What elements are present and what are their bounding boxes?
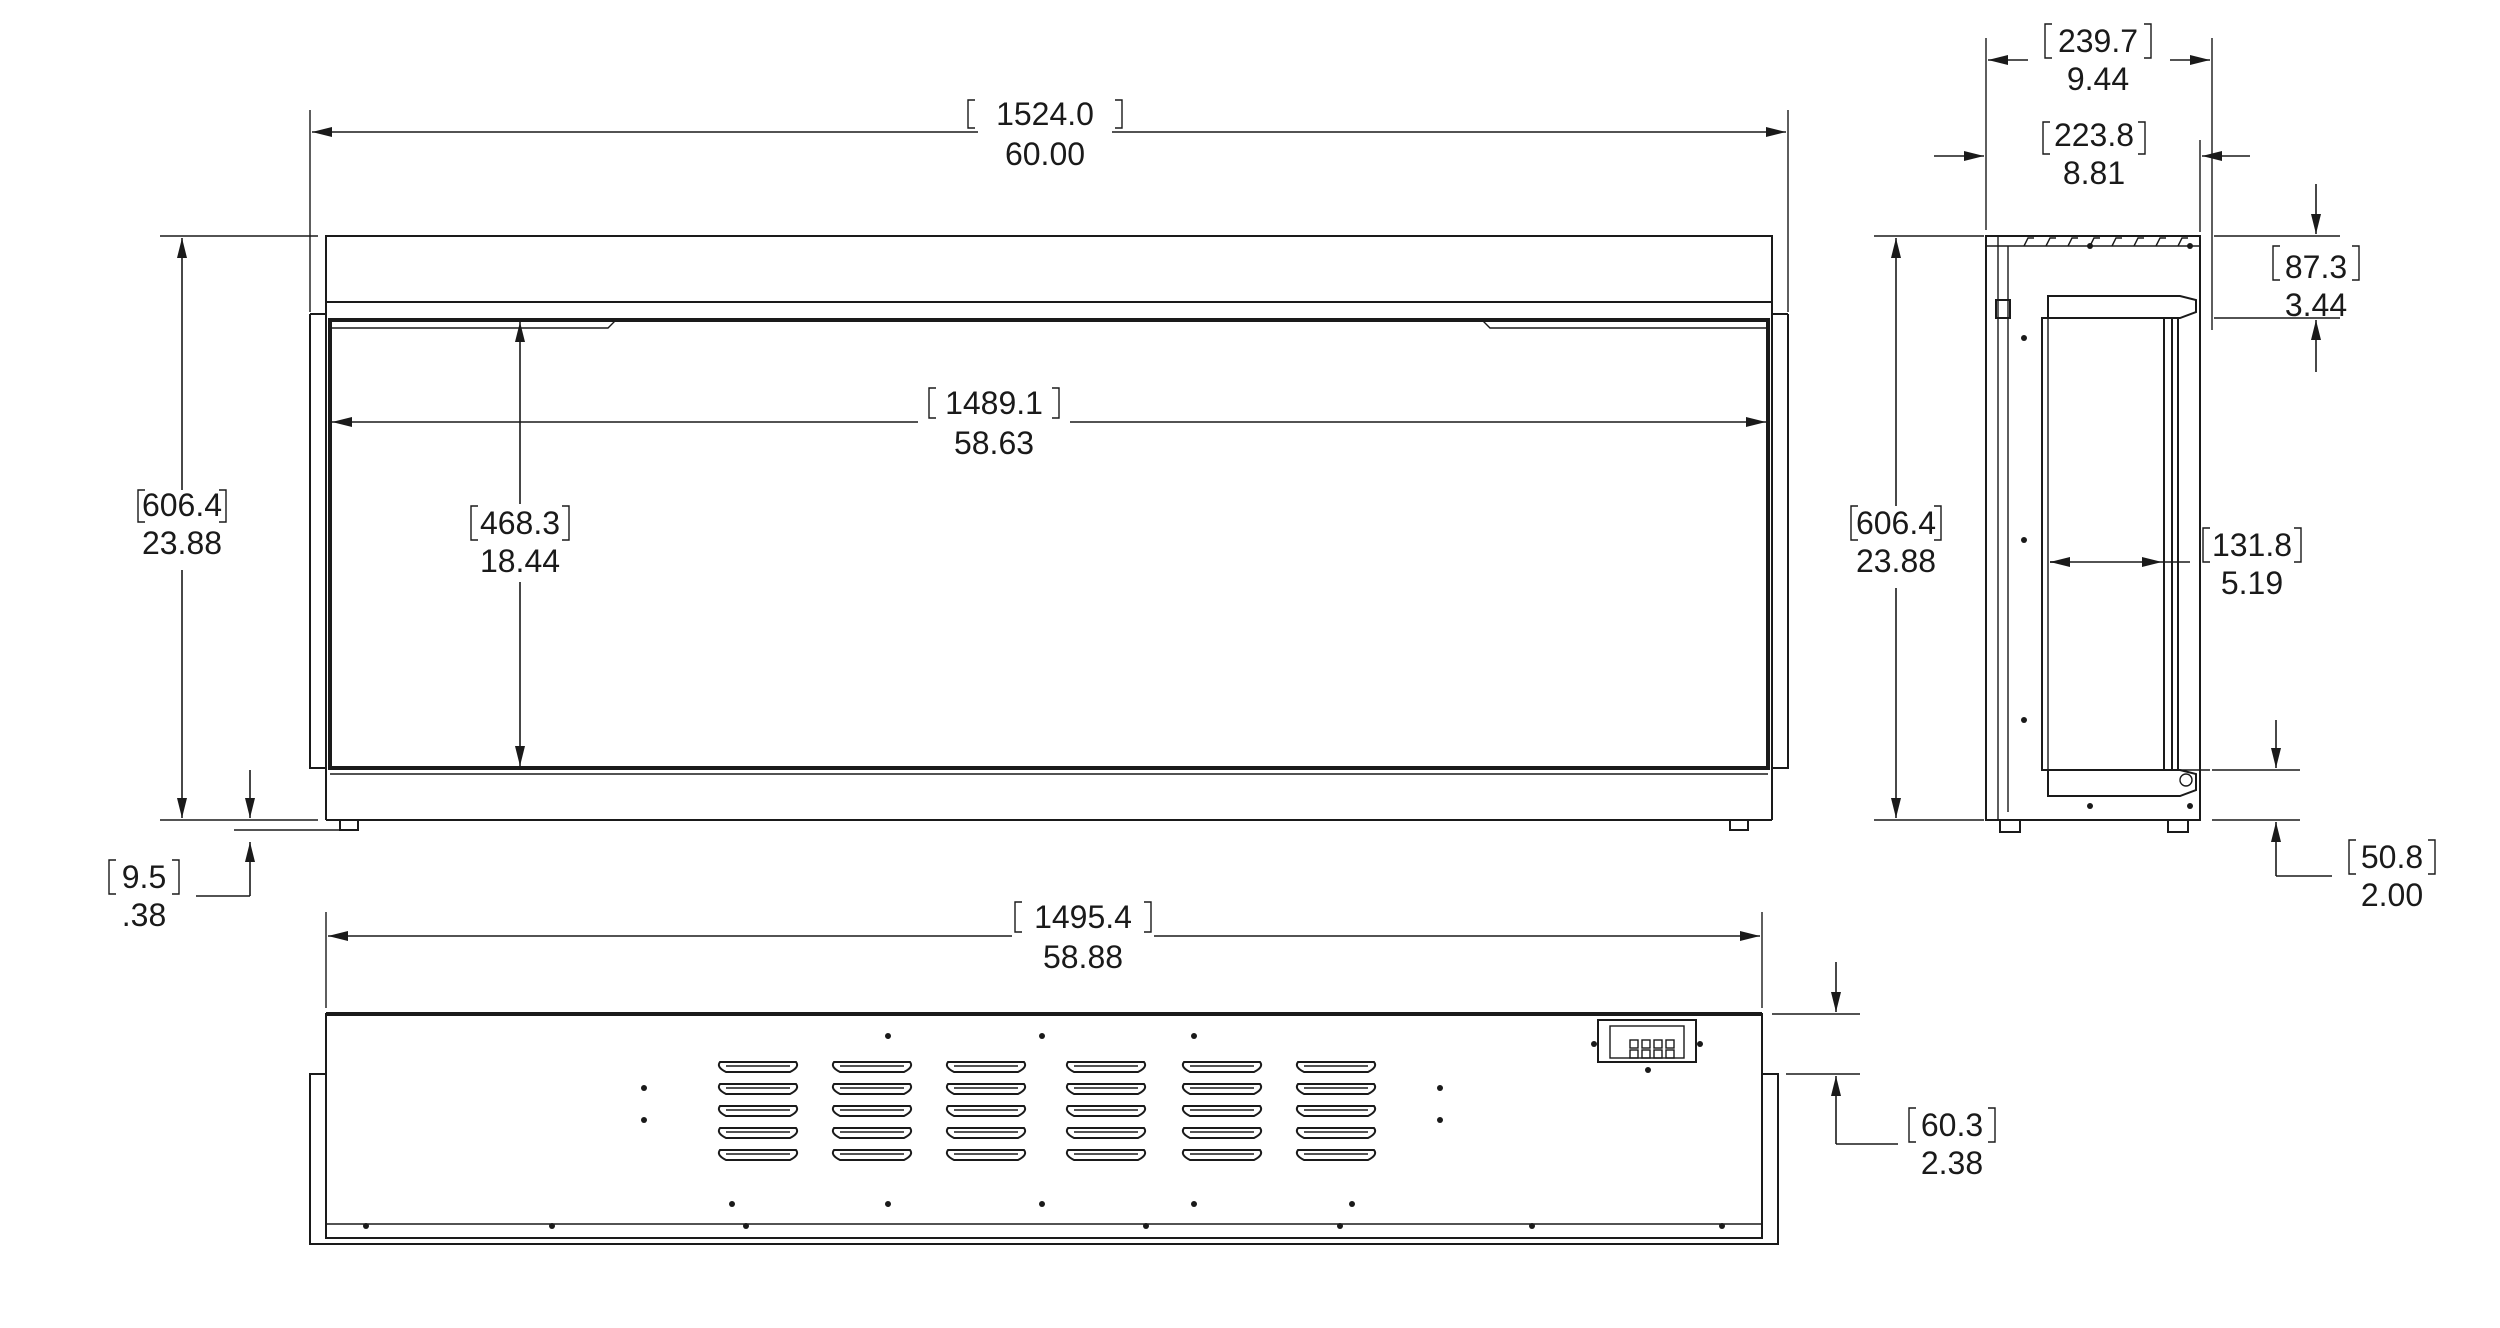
dim-side-overall-depth: 239.7 9.44 — [1985, 23, 2213, 330]
dim-imperial: 23.88 — [1856, 543, 1936, 579]
dim-imperial: 5.19 — [2221, 565, 2283, 601]
dim-metric: 606.4 — [1856, 505, 1936, 541]
dim-imperial: 18.44 — [480, 543, 560, 579]
vent-slot — [1181, 1083, 1263, 1095]
terminal-block-icon — [1629, 1039, 1675, 1059]
vent-slot — [945, 1105, 1027, 1117]
vent-slot — [717, 1083, 799, 1095]
dim-side-top-trim-height: 87.3 3.44 — [2214, 184, 2360, 372]
dim-imperial: 3.44 — [2285, 287, 2347, 323]
vent-slot — [1295, 1061, 1377, 1073]
vent-slot — [1065, 1061, 1147, 1073]
dim-front-foot-height: 9.5 .38 — [108, 770, 340, 933]
comb-tooth — [2177, 237, 2188, 247]
dim-metric: 87.3 — [2285, 249, 2347, 285]
comb-tooth — [2067, 237, 2078, 247]
dim-metric: 50.8 — [2361, 839, 2423, 875]
vent-slot — [1295, 1105, 1377, 1117]
vent-slot — [1065, 1083, 1147, 1095]
dim-side-overall-height: 606.4 23.88 — [1850, 235, 1984, 821]
vent-slot — [717, 1105, 799, 1117]
vent-slots — [717, 1061, 1377, 1161]
side-view — [1985, 235, 2210, 833]
dim-metric: 60.3 — [1921, 1107, 1983, 1143]
vent-slot — [945, 1083, 1027, 1095]
vent-slot — [1181, 1127, 1263, 1139]
dim-imperial: 2.38 — [1921, 1145, 1983, 1181]
screw-dots — [363, 1033, 1725, 1229]
dim-front-overall-width: 1524.0 60.00 — [309, 96, 1789, 312]
dim-side-body-depth: 223.8 8.81 — [1934, 117, 2250, 232]
dim-front-overall-height: 606.4 23.88 — [137, 235, 318, 821]
dim-metric: 606.4 — [142, 487, 222, 523]
dim-side-inner-depth: 131.8 5.19 — [2050, 527, 2302, 601]
vent-slot — [945, 1127, 1027, 1139]
vent-slot — [831, 1105, 913, 1117]
vent-slot — [945, 1061, 1027, 1073]
vent-slot — [1295, 1127, 1377, 1139]
dim-top-width: 1495.4 58.88 — [325, 899, 1763, 1008]
top-view — [309, 1012, 1779, 1245]
dim-metric: 9.5 — [122, 859, 166, 895]
vent-slot — [1295, 1149, 1377, 1161]
dim-metric: 1495.4 — [1034, 899, 1132, 935]
dim-imperial: .38 — [122, 897, 166, 933]
dim-front-opening-height: 468.3 18.44 — [470, 322, 570, 766]
dim-imperial: 58.63 — [954, 425, 1034, 461]
dim-metric: 131.8 — [2212, 527, 2292, 563]
vent-slot — [1295, 1083, 1377, 1095]
vent-slot — [831, 1149, 913, 1161]
vent-slot — [717, 1149, 799, 1161]
comb-tooth — [2045, 237, 2056, 247]
vent-slot — [945, 1149, 1027, 1161]
vent-slot — [1181, 1105, 1263, 1117]
dim-front-inner-width: 1489.1 58.63 — [332, 385, 1766, 461]
dim-metric: 239.7 — [2058, 23, 2138, 59]
dim-imperial: 23.88 — [142, 525, 222, 561]
comb-tooth — [2155, 237, 2166, 247]
dim-imperial: 9.44 — [2067, 61, 2129, 97]
dim-metric: 1489.1 — [945, 385, 1043, 421]
dim-top-depth-step: 60.3 2.38 — [1772, 962, 1996, 1181]
vent-slot — [1181, 1061, 1263, 1073]
front-view — [309, 235, 1789, 831]
vent-slot — [1065, 1105, 1147, 1117]
dim-side-bottom-height: 50.8 2.00 — [2212, 720, 2436, 913]
dim-imperial: 60.00 — [1005, 136, 1085, 172]
dim-metric: 468.3 — [480, 505, 560, 541]
vent-slot — [831, 1127, 913, 1139]
vent-slot — [717, 1127, 799, 1139]
comb-tooth — [2111, 237, 2122, 247]
vent-slot — [1065, 1149, 1147, 1161]
vent-slot — [717, 1061, 799, 1073]
vent-slot — [1181, 1149, 1263, 1161]
dim-imperial: 2.00 — [2361, 877, 2423, 913]
dim-imperial: 8.81 — [2063, 155, 2125, 191]
dim-metric: 1524.0 — [996, 96, 1094, 132]
vent-slot — [1065, 1127, 1147, 1139]
comb-tooth — [2023, 237, 2034, 247]
top-comb — [2023, 237, 2188, 247]
dim-metric: 223.8 — [2054, 117, 2134, 153]
dim-imperial: 58.88 — [1043, 939, 1123, 975]
vent-slot — [831, 1061, 913, 1073]
vent-slot — [831, 1083, 913, 1095]
comb-tooth — [2133, 237, 2144, 247]
